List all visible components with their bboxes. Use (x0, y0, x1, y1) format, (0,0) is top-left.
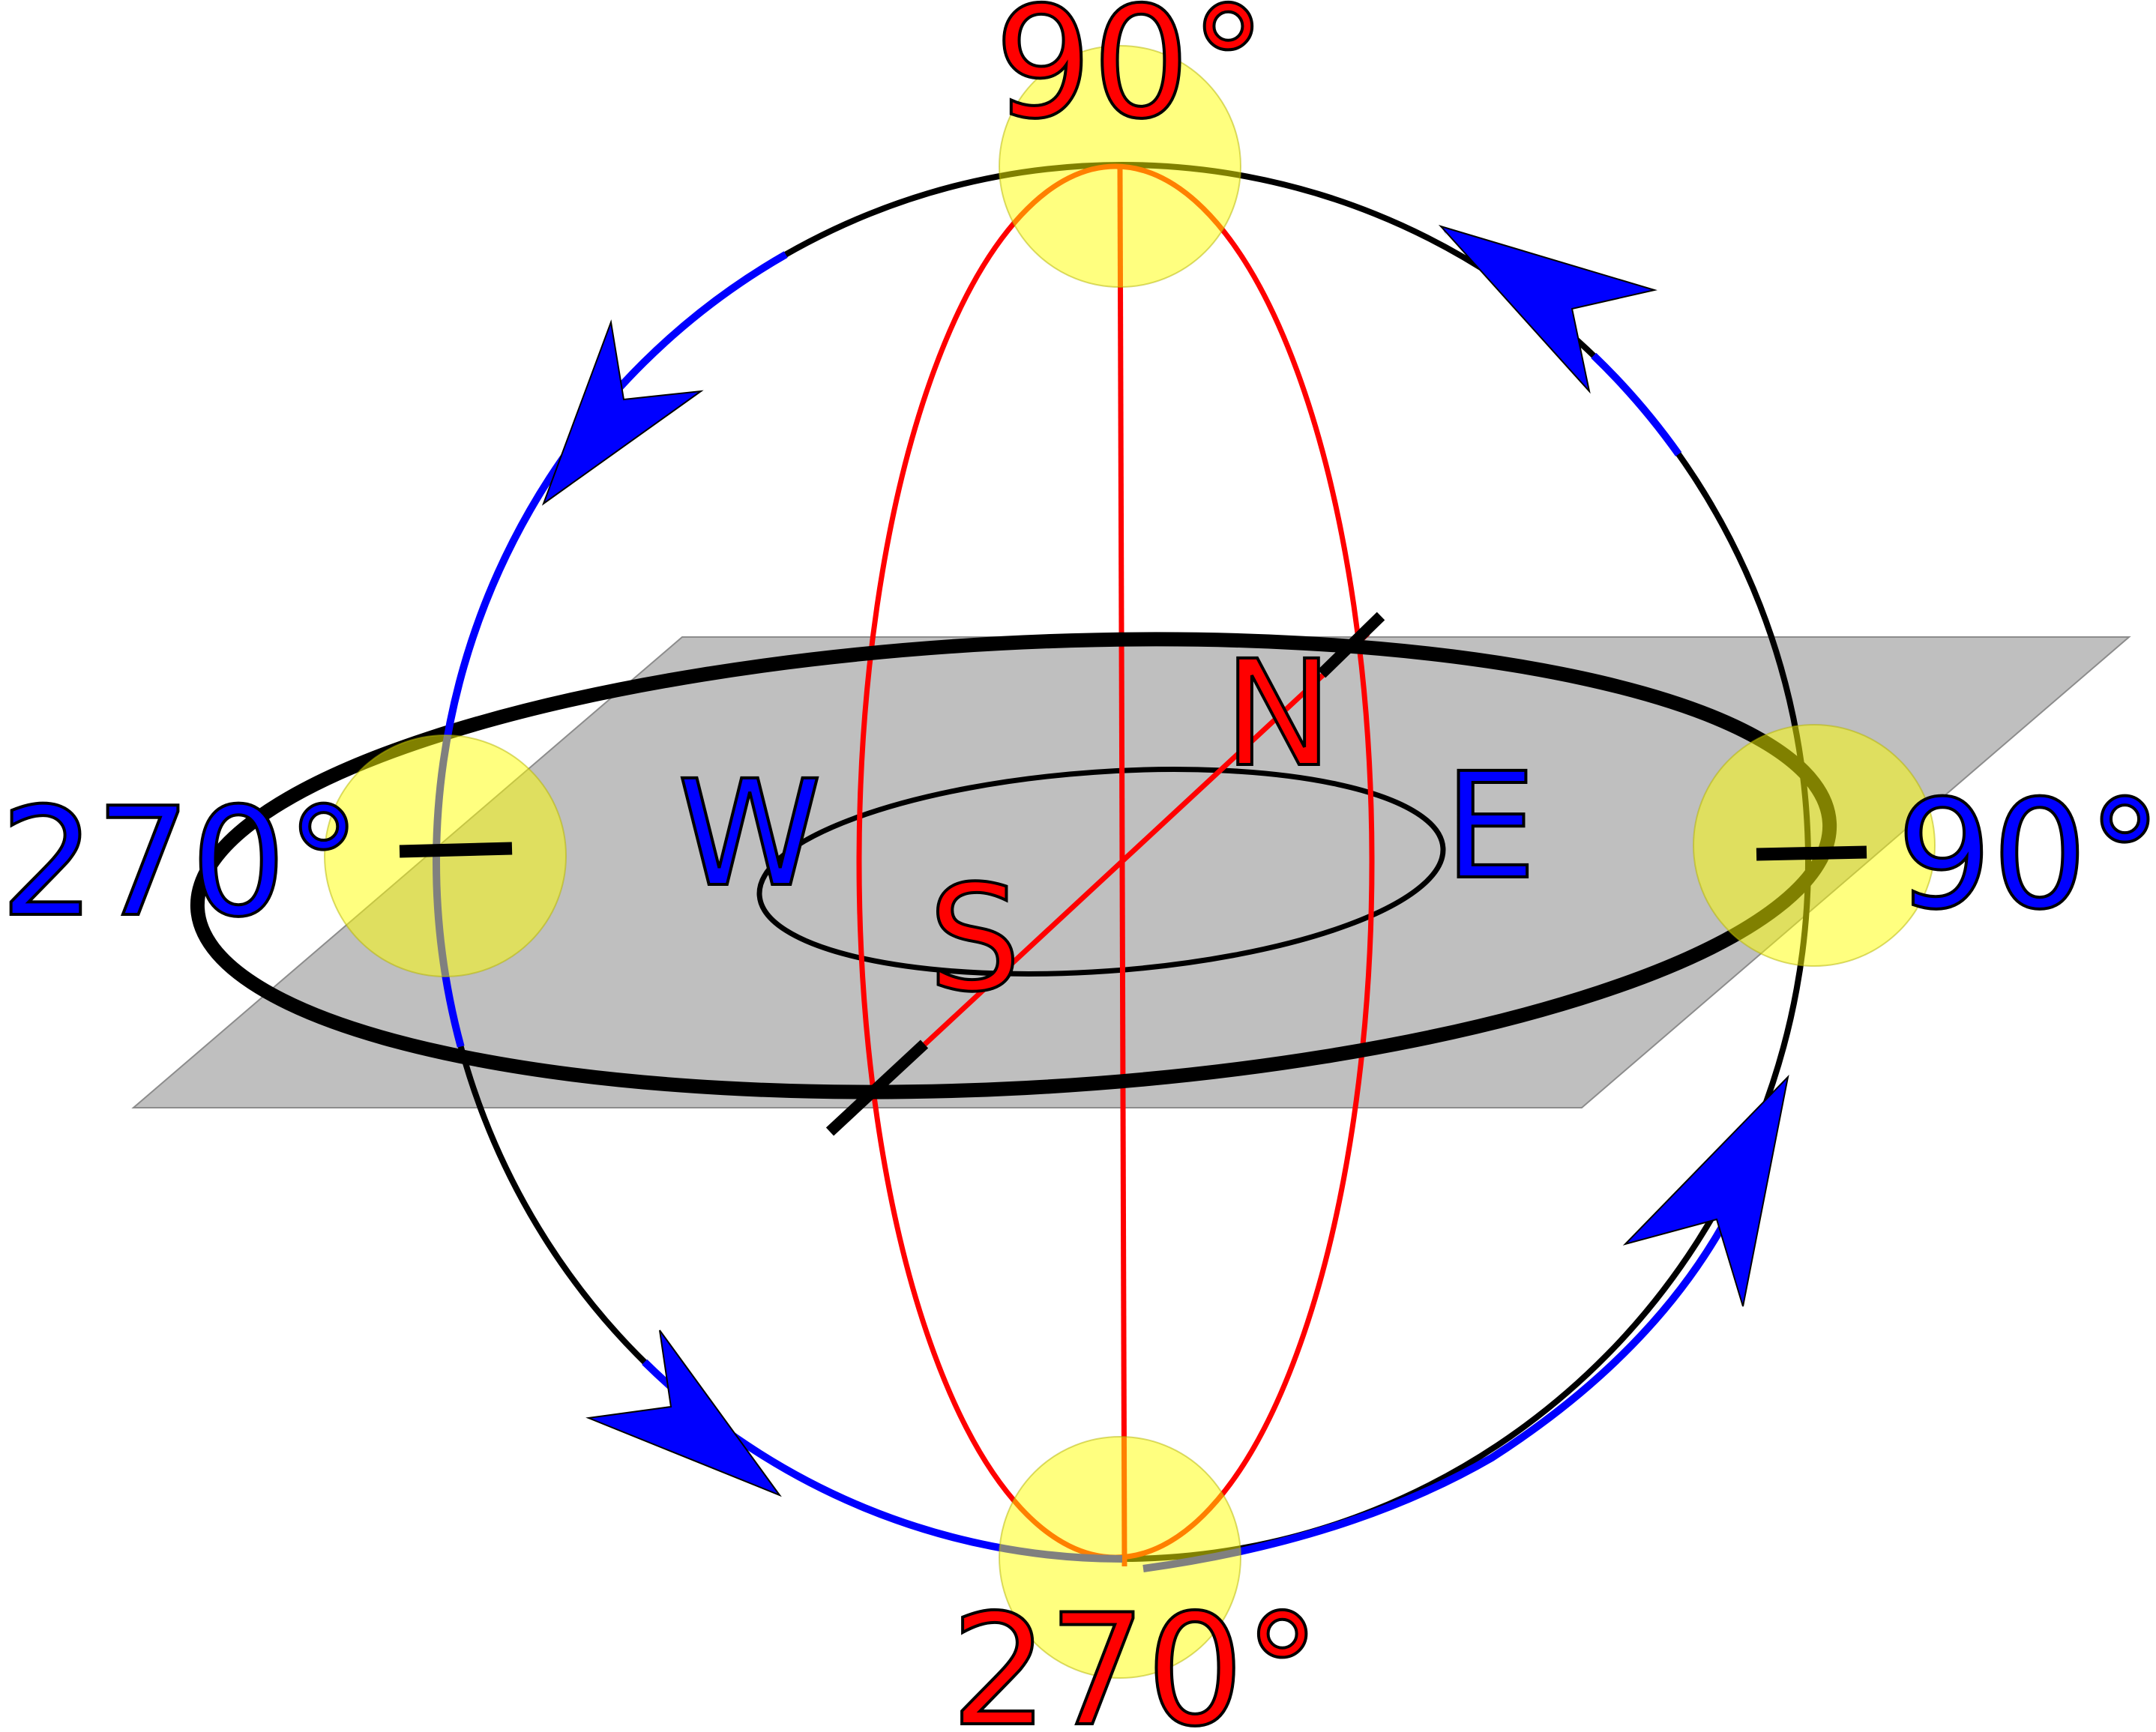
vertical-axis (1117, 166, 1127, 1567)
west-label: W (678, 749, 822, 919)
arrow-icon (1622, 1074, 1789, 1307)
highlight-right (1693, 724, 1936, 967)
right-angle-label: 90° (1897, 768, 2156, 943)
east-horizon-tick (1756, 845, 1867, 861)
left-angle-label: 270° (0, 776, 361, 950)
rotation-path-bottom-right (1142, 1221, 1728, 1572)
highlight-top (999, 45, 1241, 288)
bottom-angle-label: 270° (951, 1582, 1321, 1732)
west-horizon-tick (399, 842, 513, 858)
east-label: E (1444, 741, 1536, 911)
highlight-bottom (999, 1436, 1241, 1679)
arrow-icon (541, 319, 704, 506)
south-label: S (928, 854, 1021, 1024)
arrow-icon (1438, 225, 1657, 394)
inner-horizon-circle (756, 767, 1446, 977)
top-angle-label: 90° (994, 0, 1266, 153)
horizon-plane (131, 636, 2131, 1108)
arrow-icon (585, 1330, 782, 1497)
north-label: N (1223, 629, 1333, 799)
